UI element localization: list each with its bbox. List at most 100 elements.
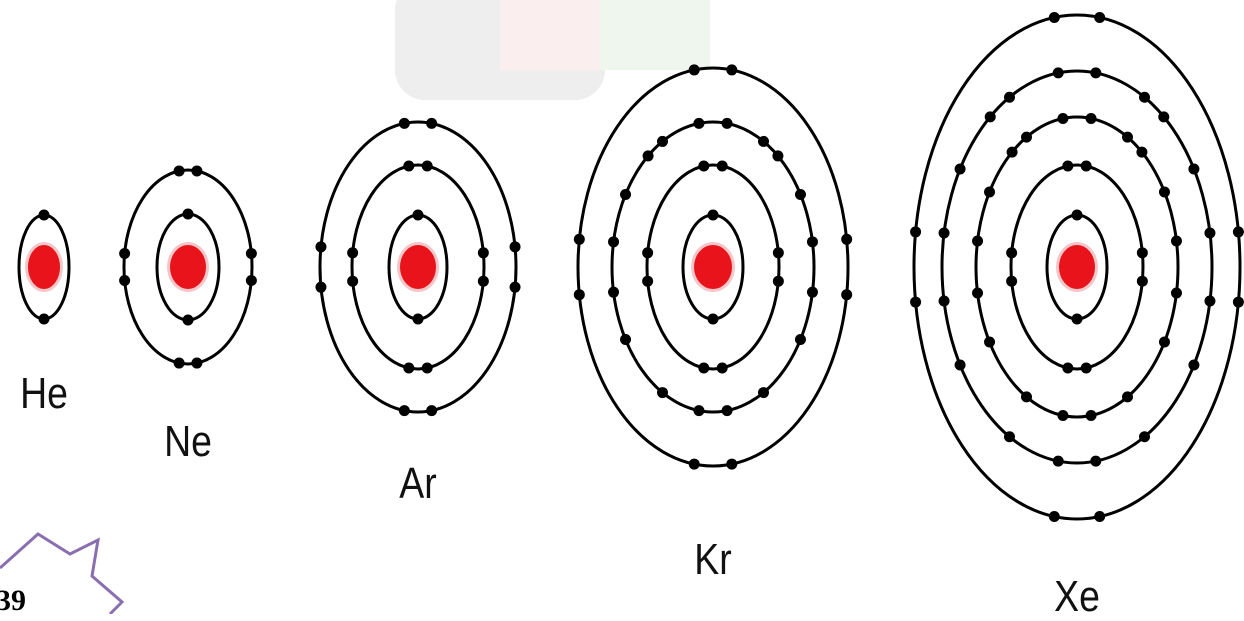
electron [772,150,783,161]
electron [1137,276,1148,287]
electron [698,363,709,374]
electron [693,405,704,416]
electron [478,276,489,287]
electron [984,187,995,198]
electron [426,405,437,416]
electron [1081,160,1092,171]
electron [972,288,983,299]
electron [717,363,728,374]
electron [643,150,654,161]
electron [1233,226,1244,237]
electron [1159,187,1170,198]
electron [1159,337,1170,348]
electron [795,334,806,345]
electron [773,247,784,258]
electron [510,241,521,252]
label-he: He [20,372,68,416]
electron [399,405,410,416]
electron [1004,92,1015,103]
electron [1122,132,1133,143]
electron [119,248,130,259]
electron [1094,12,1105,23]
electron [191,358,202,369]
nucleus [170,245,206,289]
electron [620,334,631,345]
electron [773,276,784,287]
electron [657,136,668,147]
electron [1158,111,1169,122]
nucleus [694,245,732,289]
electron [708,314,719,325]
atom-ar [315,118,520,416]
electron [758,387,769,398]
atom-he [19,210,69,325]
electron [1204,227,1215,238]
electron [620,189,631,200]
electron [689,64,700,75]
atom-kr [574,64,852,469]
electron [910,226,921,237]
electron [1090,456,1101,467]
label-xe: Xe [1054,575,1100,619]
electron [422,363,433,374]
electron [1053,67,1064,78]
electron [403,363,414,374]
electron [1062,363,1073,374]
electron [174,358,185,369]
electron [1007,147,1018,158]
electron [413,314,424,325]
electron [722,405,733,416]
electron [984,337,995,348]
page-number: 39 [0,586,26,616]
electron [642,247,653,258]
electron [1171,288,1182,299]
electron [422,160,433,171]
electron [1137,247,1148,258]
electron [183,315,194,326]
electron [39,210,50,221]
electron [1139,92,1150,103]
electron [1086,113,1097,124]
electron [1072,210,1083,221]
electron [1049,12,1060,23]
electron [1006,247,1017,258]
electron [955,164,966,175]
atom-xe [910,12,1244,522]
electron [246,248,257,259]
electron [246,275,257,286]
electron [1021,132,1032,143]
electron [985,111,996,122]
electron [174,165,185,176]
electron [1021,391,1032,402]
electron [689,459,700,470]
electron [910,297,921,308]
electron [795,189,806,200]
electron [1062,160,1073,171]
electron [807,287,818,298]
electron [1081,363,1092,374]
electron [426,118,437,129]
electron [399,118,410,129]
electron [119,275,130,286]
electron [1004,431,1015,442]
electron [574,289,585,300]
electron [1049,511,1060,522]
electron [1057,113,1068,124]
electron [1122,391,1133,402]
electron [726,64,737,75]
electron [413,210,424,221]
electron [1188,164,1199,175]
nucleus [28,245,60,289]
electron [841,234,852,245]
electron [478,247,489,258]
electron [1171,235,1182,246]
electron [939,296,950,307]
electron [1188,360,1199,371]
electron [1136,147,1147,158]
electron [642,276,653,287]
electron [717,160,728,171]
electron [39,314,50,325]
electron [693,118,704,129]
label-ar: Ar [399,462,436,506]
